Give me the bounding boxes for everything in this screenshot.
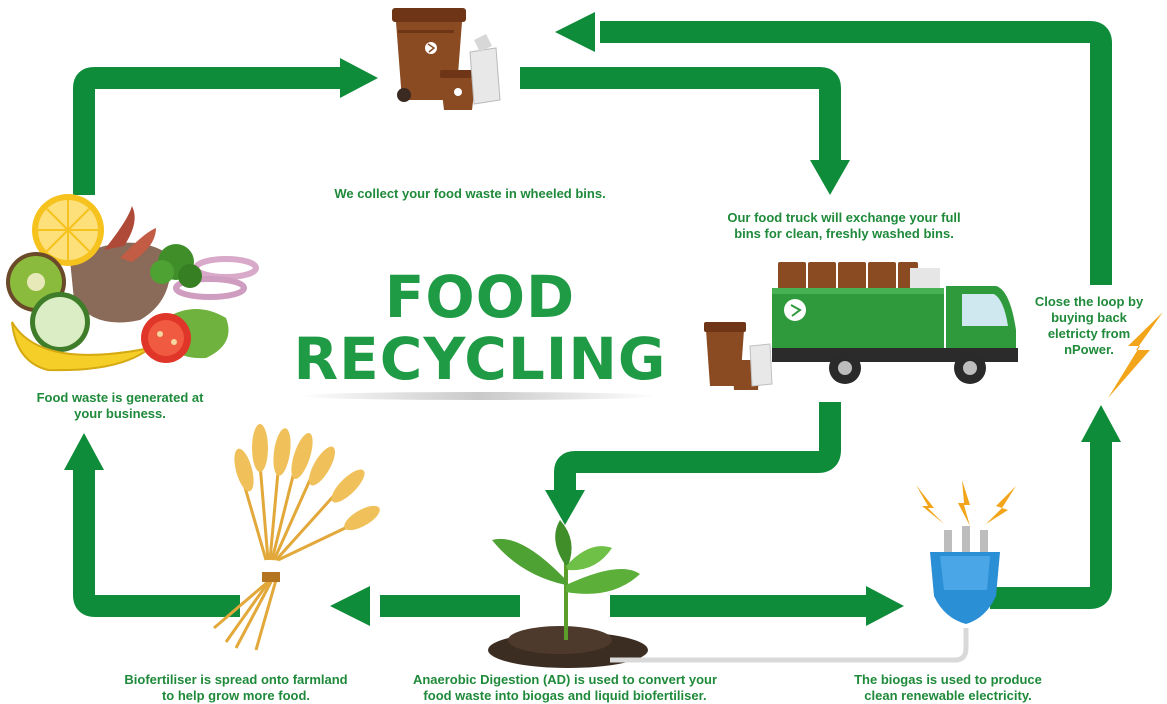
sprouting-plant-icon	[488, 520, 648, 668]
food-truck-icon	[704, 262, 1018, 390]
power-cable	[610, 628, 969, 663]
title-shadow	[298, 392, 658, 400]
caption-close-loop: Close the loop by buying back eletricty …	[1034, 294, 1144, 357]
arrowhead-left-top	[555, 12, 595, 52]
arrow-food-to-bin	[73, 67, 345, 195]
caption-generated: Food waste is generated at your business…	[36, 390, 204, 421]
caption-biofertiliser: Biofertiliser is spread onto farmland to…	[124, 672, 348, 703]
arrowhead-up-food	[64, 433, 104, 470]
caption-collect: We collect your food waste in wheeled bi…	[334, 186, 606, 201]
arrowhead-up-bolt	[1081, 405, 1121, 442]
arrow-heads	[64, 12, 1121, 626]
page-title-line1: FOOD	[384, 263, 576, 331]
arrowhead-right-top	[340, 58, 378, 98]
arrow-bolt-to-bin	[600, 21, 1112, 285]
arrowhead-left-wheat	[330, 586, 370, 626]
arrowhead-right-plug	[866, 586, 904, 626]
food-waste-icon	[6, 194, 259, 372]
wheelie-bin-icon	[392, 8, 501, 110]
arrowhead-down-plant	[545, 490, 585, 525]
page-title-line2: RECYCLING	[293, 325, 667, 393]
arrowhead-down-truck	[810, 160, 850, 195]
arrow-truck-to-plant	[554, 402, 841, 492]
arrow-bin-to-truck	[520, 67, 841, 160]
lightning-bolt-icon	[1108, 312, 1163, 398]
flow-arrows	[73, 21, 1112, 617]
arrow-wheat-to-food	[73, 468, 240, 617]
caption-biogas: The biogas is used to produce clean rene…	[854, 672, 1042, 703]
caption-ad: Anaerobic Digestion (AD) is used to conv…	[412, 672, 718, 703]
wheat-sheaf-icon	[213, 424, 380, 651]
caption-truck: Our food truck will exchange your full b…	[727, 210, 961, 241]
electric-plug-icon	[916, 480, 1016, 624]
arrow-plug-to-bolt	[990, 440, 1112, 609]
